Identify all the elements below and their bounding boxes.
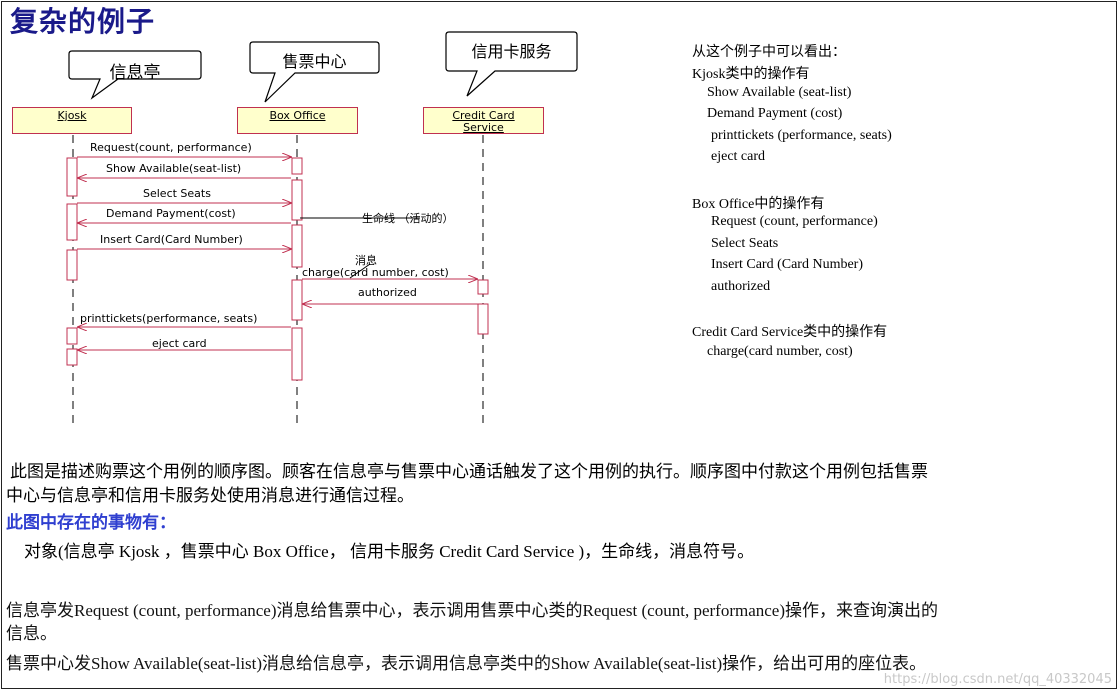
box-office-activation — [291, 279, 303, 321]
message-label-printtickets: printtickets(performance, seats) — [80, 312, 258, 325]
lifeline-note: 生命线 （活动的） — [362, 212, 454, 225]
message-label-request: Request(count, performance) — [90, 141, 252, 154]
message-label-insert-card: Insert Card(Card Number) — [100, 233, 243, 246]
kiosk-activation — [66, 249, 78, 281]
kiosk-op: printtickets (performance, seats) — [711, 128, 892, 143]
message-label-authorized: authorized — [358, 286, 417, 299]
credit-card-ops-header: Credit Card Service类中的操作有 — [692, 325, 888, 340]
credit-card-activation — [477, 303, 489, 335]
kiosk-activation — [66, 348, 78, 366]
message-label-charge: charge(card number, cost) — [302, 266, 449, 279]
box-office-op: Request (count, performance) — [711, 214, 878, 229]
object-credit-card-service: Credit Card Service — [423, 107, 544, 134]
kiosk-op: Show Available (seat-list) — [707, 85, 852, 100]
kiosk-op: Demand Payment (cost) — [707, 106, 843, 121]
object-box-office-label: Box Office — [269, 109, 326, 122]
box-office-ops-header: Box Office中的操作有 — [692, 197, 825, 212]
message-label-eject-card: eject card — [152, 337, 207, 350]
box-office-op: authorized — [711, 279, 771, 294]
kiosk-activation — [66, 327, 78, 345]
message-note: 消息 — [355, 254, 377, 267]
things-header: 此图中存在的事物有： — [6, 513, 176, 532]
object-kiosk: Kjosk — [12, 107, 132, 134]
callout-kiosk: 信息亭 — [109, 63, 161, 83]
box-office-op: Select Seats — [711, 236, 779, 251]
kiosk-activation — [66, 157, 78, 197]
message-note-pointer — [349, 263, 371, 279]
message-label-demand-payment: Demand Payment(cost) — [106, 207, 236, 220]
callout-credit-card-bubble — [445, 31, 578, 97]
right-panel-intro: 从这个例子中可以看出： — [692, 45, 846, 60]
page-title: 复杂的例子 — [10, 5, 156, 38]
kiosk-op: eject card — [711, 149, 766, 164]
callout-credit-card: 信用卡服务 — [471, 42, 552, 61]
box-office-activation — [291, 157, 303, 175]
explanation-line: 售票中心发Show Available(seat-list)消息给信息亭，表示调… — [6, 654, 927, 673]
watermark: https://blog.csdn.net/qq_40332045 — [883, 672, 1112, 687]
callout-box-office-bubble — [249, 41, 380, 103]
box-office-activation — [291, 224, 303, 268]
box-office-op: Insert Card (Card Number) — [711, 257, 864, 272]
things-list: 对象(信息亭 Kjosk ，售票中心 Box Office， 信用卡服务 Cre… — [24, 542, 755, 561]
callout-box-office: 售票中心 — [282, 52, 347, 71]
object-credit-card-label-line2: Service — [463, 121, 504, 134]
object-kiosk-label: Kjosk — [57, 109, 87, 122]
description-line: 此图是描述购票这个用例的顺序图。顾客在信息亭与售票中心通话触发了这个用例的执行。… — [10, 462, 928, 481]
credit-card-activation — [477, 279, 489, 295]
message-label-show-available: Show Available(seat-list) — [106, 162, 242, 175]
description-line: 中心与信息亭和信用卡服务处使用消息进行通信过程。 — [6, 486, 414, 505]
callout-kiosk-bubble — [68, 50, 202, 100]
kiosk-ops-header: Kjosk类中的操作有 — [692, 67, 810, 82]
explanation-line: 信息亭发Request (count, performance)消息给售票中心，… — [6, 601, 938, 620]
credit-card-op: charge(card number, cost) — [707, 344, 853, 359]
object-box-office: Box Office — [237, 107, 358, 134]
box-office-activation — [291, 179, 303, 221]
message-label-select-seats: Select Seats — [143, 187, 211, 200]
kiosk-activation — [66, 203, 78, 241]
box-office-activation — [291, 327, 303, 381]
object-credit-card-label-line1: Credit Card — [452, 109, 515, 122]
explanation-line: 信息。 — [6, 624, 57, 643]
